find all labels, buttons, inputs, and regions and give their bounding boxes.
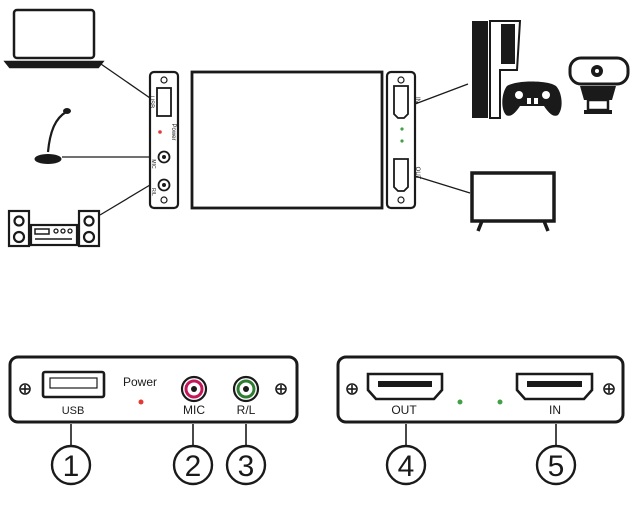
microphone-icon	[34, 108, 71, 164]
mic-label: MIC	[183, 403, 205, 417]
right-panel-front: OUT IN	[336, 355, 625, 424]
top-rl-jack	[157, 178, 171, 192]
callout-leader-lines	[70, 424, 557, 446]
top-power-led	[158, 130, 162, 134]
screw-icon	[275, 383, 287, 395]
out-label: OUT	[391, 403, 417, 417]
stereo-connector-line	[99, 184, 151, 216]
top-hdmi-out-port	[393, 158, 409, 192]
screw-icon	[19, 383, 31, 395]
callout-5: 5	[535, 444, 577, 486]
tv-icon	[470, 171, 556, 232]
gamepad-icon	[502, 81, 562, 116]
top-right-port-module: IN OUT	[385, 70, 420, 210]
tv-connector-line	[414, 175, 471, 194]
top-mic-label: MIC	[150, 159, 156, 169]
callout-4: 4	[385, 444, 427, 486]
callout-5-number: 5	[548, 450, 565, 483]
callout-1-number: 1	[63, 450, 80, 483]
top-power-label: Power	[170, 123, 176, 140]
screw-icon	[346, 383, 358, 395]
laptop-icon	[3, 8, 105, 69]
screw-icon	[603, 383, 615, 395]
webcam-icon	[568, 56, 630, 114]
console-connector-line	[414, 83, 469, 105]
rl-label: R/L	[237, 403, 256, 417]
in-label: IN	[549, 403, 561, 417]
top-hdmi-in-port	[393, 85, 409, 119]
hdmi-out-port	[366, 372, 444, 401]
laptop-connector-line	[97, 61, 151, 99]
top-in-label: IN	[414, 97, 420, 103]
callout-2-number: 2	[185, 450, 202, 483]
status-led	[497, 399, 503, 405]
top-usb-label: USB	[148, 96, 154, 108]
top-rl-label: R/L	[150, 188, 156, 196]
stereo-icon	[7, 209, 101, 248]
top-usb-port	[156, 87, 172, 117]
callout-2: 2	[172, 444, 214, 486]
rl-jack	[232, 375, 260, 403]
top-left-port-module: USB Power MIC R/L	[148, 70, 180, 210]
status-led	[457, 399, 463, 405]
top-out-label: OUT	[414, 167, 420, 180]
left-panel-front: USB Power MIC R/L	[8, 355, 299, 424]
top-mic-jack	[157, 150, 171, 164]
capture-device-body	[190, 70, 384, 210]
callout-3-number: 3	[238, 450, 255, 483]
usb-label: USB	[62, 405, 85, 417]
power-label: Power	[123, 375, 157, 389]
callout-1: 1	[50, 444, 92, 486]
game-console-icon	[472, 20, 522, 119]
hdmi-in-port	[515, 372, 594, 401]
callout-3: 3	[225, 444, 267, 486]
callout-4-number: 4	[398, 450, 415, 483]
power-led	[138, 399, 144, 405]
mic-jack	[180, 375, 208, 403]
usb-port	[41, 370, 106, 399]
